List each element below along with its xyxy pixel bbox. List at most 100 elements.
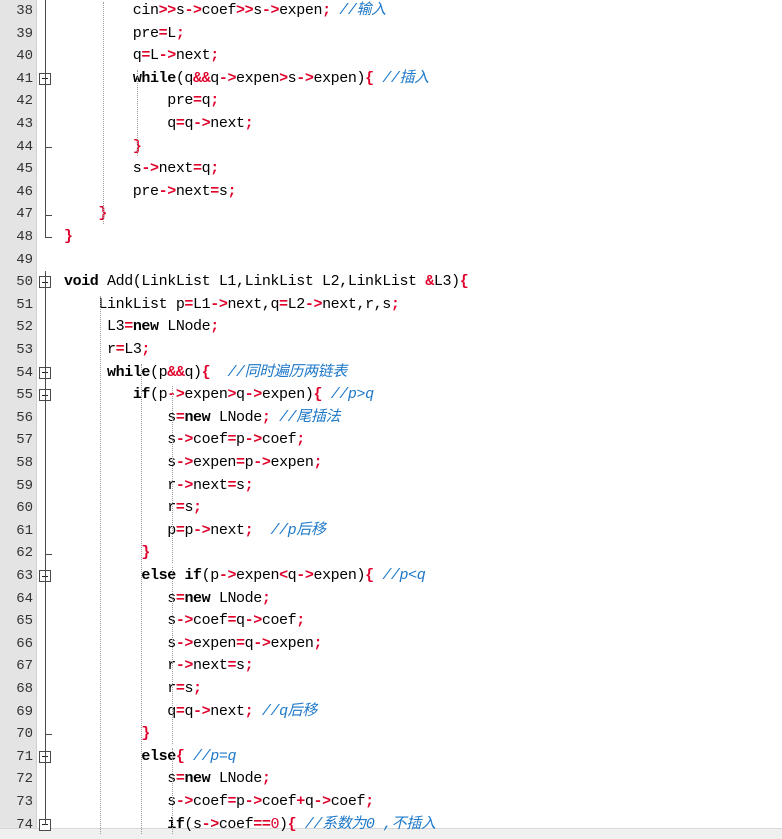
line-number: 72 (16, 771, 33, 788)
code-line[interactable]: 68 r=s; (0, 678, 782, 701)
code-text[interactable]: s->next=q; (64, 160, 219, 178)
line-number: 68 (16, 681, 33, 697)
line-number: 41 (16, 70, 33, 87)
line-number: 55 (16, 387, 33, 404)
line-number: 67 (16, 658, 33, 675)
code-text[interactable]: LinkList p=L1->next,q=L2->next,r,s; (64, 295, 400, 313)
code-line[interactable]: 46 pre->next=s; (0, 181, 782, 204)
code-text[interactable]: q=q->next; (64, 115, 254, 132)
code-line[interactable]: 48} (0, 226, 782, 249)
line-number: 43 (16, 116, 33, 132)
code-line[interactable]: 50 void Add(LinkList L1,LinkList L2,LinkL… (0, 271, 782, 294)
code-line[interactable]: 62 } (0, 542, 782, 565)
code-text[interactable]: if(s->coef==0){ //系数为0 ,不插入 (167, 815, 436, 833)
code-text[interactable]: } (64, 228, 73, 245)
fold-end-marker (45, 214, 52, 216)
code-text[interactable]: pre=L; (64, 24, 185, 42)
code-line[interactable]: 54 while(p&&q){ //同时遍历两链表 (0, 362, 782, 385)
fold-margin (37, 0, 59, 838)
code-text[interactable]: r=L3; (64, 341, 151, 358)
line-number: 54 (16, 364, 33, 381)
fold-end-marker (45, 734, 52, 736)
code-line[interactable]: 71 else{ //p=q (0, 746, 782, 769)
code-text[interactable]: s->coef=p->coef+q->coef; (64, 793, 374, 810)
line-number: 60 (16, 500, 33, 517)
code-text[interactable]: void Add(LinkList L1,LinkList L2,LinkLis… (64, 273, 469, 291)
code-text[interactable]: s=new LNode; (64, 589, 271, 607)
code-text[interactable]: L3=new LNode; (64, 318, 219, 336)
line-number: 50 (16, 274, 33, 291)
line-number: 48 (16, 229, 33, 245)
line-number: 47 (16, 206, 33, 223)
code-text[interactable]: r->next=s; (64, 476, 254, 494)
code-text[interactable]: if(p->expen>q->expen){ //p>q (132, 386, 374, 404)
code-text[interactable]: s=new LNode; (64, 770, 271, 788)
line-number: 71 (16, 748, 33, 765)
line-number: 65 (16, 613, 33, 630)
code-text[interactable]: else{ //p=q (141, 747, 237, 765)
code-text[interactable]: else if(p->expen<q->expen){ //p<q (141, 567, 426, 584)
code-line[interactable]: 43 q=q->next; (0, 113, 782, 136)
code-line[interactable]: 39 pre=L; (0, 23, 782, 46)
code-line[interactable]: 73 s->coef=p->coef+q->coef; (0, 791, 782, 814)
code-line[interactable]: 41 while(q&&q->expen>s->expen){ //插入 (0, 68, 782, 91)
code-line[interactable]: 56 s=new LNode; //尾插法 (0, 407, 782, 430)
code-line[interactable]: 60 r=s; (0, 497, 782, 520)
code-text[interactable]: pre=q; (64, 92, 219, 110)
code-text[interactable]: cin>>s->coef>>s->expen; //输入 (64, 2, 386, 19)
horizontal-scrollbar[interactable] (0, 828, 782, 839)
line-number: 49 (16, 251, 33, 268)
indent-guide (102, 2, 104, 224)
code-text[interactable]: } (141, 725, 151, 743)
code-line[interactable]: 51 LinkList p=L1->next,q=L2->next,r,s; (0, 294, 782, 317)
code-text[interactable]: q=q->next; //q后移 (64, 702, 317, 720)
code-line[interactable]: 70 } (0, 723, 782, 746)
code-text[interactable]: while(p&&q){ //同时遍历两链表 (107, 363, 347, 381)
code-line[interactable]: 61 p=p->next; //p后移 (0, 520, 782, 543)
code-text[interactable]: } (98, 205, 108, 223)
code-line[interactable]: 58 s->expen=p->expen; (0, 452, 782, 475)
line-number: 61 (16, 522, 33, 539)
code-line[interactable]: 72 s=new LNode; (0, 768, 782, 791)
code-line[interactable]: 38 cin>>s->coef>>s->expen; //输入 (0, 0, 782, 23)
code-line[interactable]: 42 pre=q; (0, 90, 782, 113)
code-text[interactable]: p=p->next; //p后移 (64, 521, 326, 539)
code-line[interactable]: 63 else if(p->expen<q->expen){ //p<q (0, 565, 782, 588)
line-number: 39 (16, 25, 33, 42)
code-text[interactable]: while(q&&q->expen>s->expen){ //插入 (132, 69, 429, 87)
code-text[interactable]: s->expen=p->expen; (64, 454, 323, 471)
code-text[interactable]: r->next=s; (64, 657, 254, 675)
code-line[interactable]: 66 s->expen=q->expen; (0, 633, 782, 656)
indent-guide (171, 567, 173, 744)
code-text[interactable]: r=s; (64, 680, 202, 697)
code-text[interactable]: q=L->next; (64, 47, 219, 65)
indent-guide (171, 386, 173, 563)
code-line[interactable]: 69 q=q->next; //q后移 (0, 701, 782, 724)
line-number: 42 (16, 93, 33, 110)
code-line[interactable]: 64 s=new LNode; (0, 588, 782, 611)
line-number-gutter (0, 0, 37, 838)
code-line[interactable]: 47 } (0, 203, 782, 226)
code-text[interactable]: } (141, 544, 151, 562)
line-number: 57 (16, 432, 33, 449)
code-text[interactable]: s=new LNode; //尾插法 (64, 408, 341, 426)
code-line[interactable]: 40 q=L->next; (0, 45, 782, 68)
line-number: 40 (16, 48, 33, 65)
code-line[interactable]: 49 (0, 249, 782, 272)
code-text[interactable]: s->coef=p->coef; (64, 431, 305, 449)
code-line[interactable]: 52 L3=new LNode; (0, 316, 782, 339)
code-line[interactable]: 53 r=L3; (0, 339, 782, 362)
code-line[interactable]: 55 if(p->expen>q->expen){ //p>q (0, 384, 782, 407)
code-line[interactable]: 65 s->coef=q->coef; (0, 610, 782, 633)
code-line[interactable]: 74 if(s->coef==0){ //系数为0 ,不插入 (0, 814, 782, 837)
code-text[interactable]: pre->next=s; (64, 182, 237, 200)
code-line[interactable]: 67 r->next=s; (0, 655, 782, 678)
code-line[interactable]: 45 s->next=q; (0, 158, 782, 181)
code-line[interactable]: 59 r->next=s; (0, 475, 782, 498)
code-line[interactable]: 57 s->coef=p->coef; (0, 429, 782, 452)
code-line[interactable]: 44 } (0, 136, 782, 159)
fold-connector (45, 0, 46, 238)
code-text[interactable]: r=s; (64, 499, 202, 517)
code-text[interactable]: s->expen=q->expen; (64, 634, 323, 652)
